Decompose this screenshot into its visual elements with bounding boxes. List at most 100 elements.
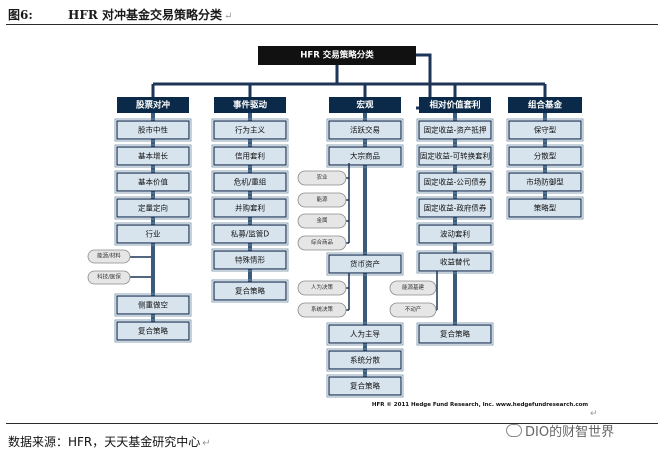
item-outer <box>506 170 584 194</box>
trunk-macro <box>363 113 367 385</box>
item-label: 特殊情形 <box>235 255 265 265</box>
watermark: DIO的财智世界 <box>506 421 614 440</box>
category-label: 组合基金 <box>528 100 563 111</box>
category-box <box>117 97 189 113</box>
pilcrow-icon: ↵ <box>202 438 211 449</box>
yield-alt-tags: 能源基建 不动产 <box>389 271 438 318</box>
item-box <box>328 350 402 370</box>
commodity-tag-label: 综合商品 <box>311 238 334 246</box>
category-box <box>508 97 582 113</box>
category-label: 宏观 <box>356 100 374 111</box>
item-label: 收益替代 <box>440 257 470 267</box>
commodity-tag-label: 能源 <box>316 195 328 203</box>
item-outer <box>416 322 494 346</box>
commodity-tag <box>297 235 347 251</box>
equity-item: 股市中性 <box>114 118 192 142</box>
item-outer <box>211 196 289 220</box>
item-label: 活跃交易 <box>350 125 380 135</box>
relval-item: 波动套利 <box>416 222 494 246</box>
item-label: 大宗商品 <box>350 151 380 161</box>
item-box <box>116 198 190 218</box>
event-item: 危机/重组 <box>211 170 289 194</box>
item-outer <box>416 222 494 246</box>
item-box <box>213 250 287 270</box>
figure-title-text: HFR 对冲基金交易策略分类 <box>68 8 223 22</box>
trunk-equity <box>151 113 155 331</box>
item-label: 信用套利 <box>235 151 265 161</box>
top-rule <box>6 24 658 25</box>
item-box <box>213 120 287 140</box>
relval-item: 固定收益-可转换套利 <box>416 144 494 168</box>
figure-header: 图6: HFR 对冲基金交易策略分类↵ <box>8 4 658 24</box>
item-outer <box>416 118 494 142</box>
item-outer <box>211 144 289 168</box>
item-outer <box>114 196 192 220</box>
figure-number: 图6: <box>8 8 33 22</box>
currency-tag <box>297 280 347 296</box>
item-box <box>116 146 190 166</box>
item-label: 危机/重组 <box>234 177 267 187</box>
item-box <box>418 146 492 166</box>
pilcrow-icon: ↵ <box>590 409 598 419</box>
item-label: 复合策略 <box>350 381 380 391</box>
item-box <box>213 224 287 244</box>
fof-item: 策略型 <box>506 196 584 220</box>
watermark-text: DIO的财智世界 <box>525 425 615 440</box>
category-box <box>419 97 491 113</box>
item-box <box>213 281 287 301</box>
event-item: 并购套利 <box>211 196 289 220</box>
item-outer <box>326 322 404 346</box>
commodity-tag <box>297 170 347 186</box>
sector-tag-label: 科技/医保 <box>97 273 121 281</box>
item-label: 固定收益-公司债券 <box>424 177 487 187</box>
item-box <box>116 224 190 244</box>
item-box <box>328 324 402 344</box>
macro-item: 活跃交易 <box>326 118 404 142</box>
item-outer <box>326 144 404 168</box>
item-box <box>116 172 190 192</box>
item-outer <box>211 248 289 272</box>
bottom-rule <box>6 423 658 424</box>
item-box <box>508 120 582 140</box>
category-label: 相对价值套利 <box>429 100 480 111</box>
macro-item: 大宗商品 <box>326 144 404 168</box>
item-outer <box>211 222 289 246</box>
item-label: 定量定向 <box>138 203 168 213</box>
equity-item: 复合策略 <box>114 319 192 343</box>
macro-item: 系统分散 <box>326 348 404 372</box>
commodity-tag <box>297 213 347 229</box>
item-outer <box>416 170 494 194</box>
source-note-text: 数据来源：HFR，天天基金研究中心 <box>8 435 201 449</box>
item-label: 人为主导 <box>350 329 380 339</box>
relval-item: 复合策略 <box>416 322 494 346</box>
relval-item: 收益替代 <box>416 250 494 274</box>
item-box <box>328 120 402 140</box>
relval-item: 固定收益-政府债券 <box>416 196 494 220</box>
equity-item: 侧重做空 <box>114 293 192 317</box>
item-box <box>116 120 190 140</box>
item-label: 系统分散 <box>350 355 380 365</box>
item-outer <box>211 118 289 142</box>
item-box <box>116 295 190 315</box>
relval-item: 固定收益-公司债券 <box>416 170 494 194</box>
event-item: 特殊情形 <box>211 248 289 272</box>
item-outer <box>416 144 494 168</box>
equity-sector-tags: 能源/材料 科技/医保 <box>87 249 151 285</box>
item-box <box>508 146 582 166</box>
sector-tag-label: 能源/材料 <box>97 252 121 260</box>
commodity-tags: 农业 能源 金属 综合商品 <box>297 163 350 251</box>
sector-tag <box>87 270 131 285</box>
category-event-driven: 事件驱动 <box>214 97 286 113</box>
item-label: 复合策略 <box>440 329 470 339</box>
root-label: HFR 交易策略分类 <box>300 50 374 61</box>
item-label: 并购套利 <box>235 203 265 213</box>
item-box <box>116 321 190 341</box>
item-label: 波动套利 <box>440 229 470 239</box>
item-label: 分散型 <box>534 151 557 161</box>
category-box <box>214 97 286 113</box>
item-box <box>213 198 287 218</box>
macro-item: 复合策略 <box>326 374 404 398</box>
category-relative-value: 相对价值套利 <box>419 97 491 113</box>
item-label: 复合策略 <box>235 286 265 296</box>
